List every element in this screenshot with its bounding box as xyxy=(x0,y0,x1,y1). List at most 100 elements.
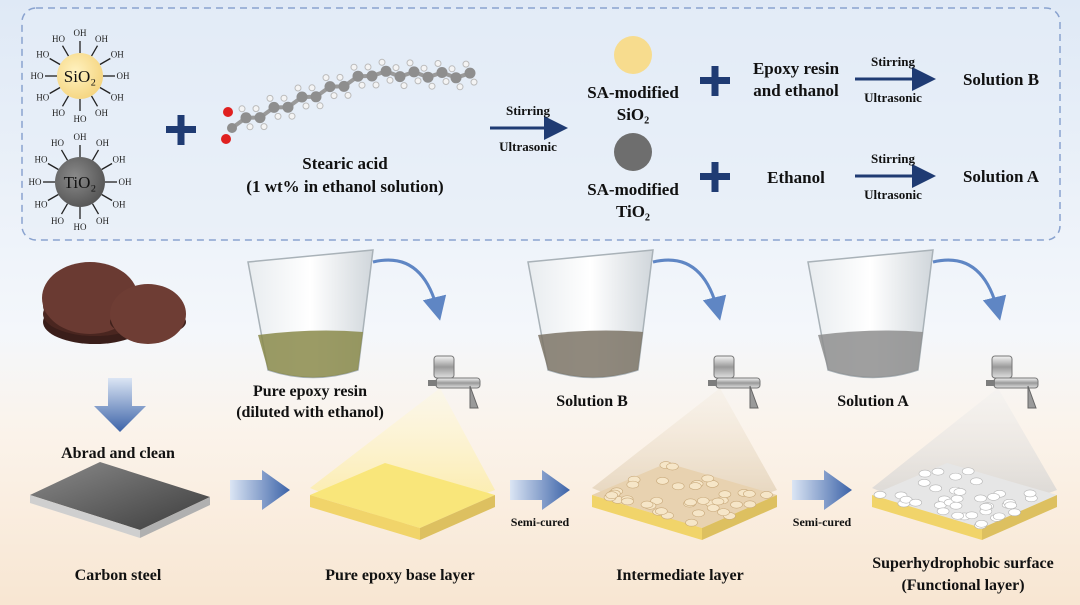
hydroxyl-label: HO xyxy=(35,200,48,210)
oxygen-atom xyxy=(223,107,233,117)
carbon-atom xyxy=(437,67,448,78)
beaker-icon xyxy=(248,250,373,378)
surface-bump xyxy=(719,491,731,498)
gun-body xyxy=(716,378,760,388)
beaker-liquid xyxy=(258,331,363,378)
hydrogen-atom xyxy=(463,61,469,67)
solution-a-step-label: Solution A xyxy=(837,393,909,410)
surface-bump xyxy=(950,502,962,509)
hydroxyl-label: OH xyxy=(111,50,124,60)
surface-bump xyxy=(622,498,634,505)
surface-bump xyxy=(666,463,678,470)
particle-label: SiO₂ xyxy=(64,67,96,86)
ultrasonic-label: Ultrasonic xyxy=(864,187,922,202)
semi-cured-label: Semi-cured xyxy=(793,515,852,529)
hydrogen-atom xyxy=(415,78,421,84)
epoxy-ethanol-label-2: and ethanol xyxy=(753,81,839,100)
hydroxyl-label: HO xyxy=(29,177,42,187)
abrade-label: Abrad and clean xyxy=(61,445,175,462)
surface-bump xyxy=(970,478,982,485)
hydrogen-atom xyxy=(471,79,477,85)
hydroxyl-label: OH xyxy=(96,216,109,226)
hydrogen-atom xyxy=(267,95,273,101)
carbon-atom xyxy=(283,102,294,113)
ethanol-label: Ethanol xyxy=(767,168,825,187)
hydroxyl-label: OH xyxy=(95,34,108,44)
particle-label: TiO₂ xyxy=(64,173,97,192)
surface-bump xyxy=(717,509,729,516)
surface-bump xyxy=(910,499,922,506)
ultrasonic-label: Ultrasonic xyxy=(499,139,557,154)
hydrogen-atom xyxy=(261,124,267,130)
gun-cup xyxy=(992,356,1012,378)
solution-a-label: Solution A xyxy=(963,167,1040,186)
hydrogen-atom xyxy=(317,103,323,109)
surface-bump xyxy=(641,501,653,508)
hydrogen-atom xyxy=(443,79,449,85)
hydrogen-atom xyxy=(345,92,351,98)
carbon-atom xyxy=(395,71,406,82)
surface-bump xyxy=(932,468,944,475)
sa-tio2-label-2: TiO₂ xyxy=(616,202,650,221)
gun-body xyxy=(994,378,1038,388)
hydroxyl-label: OH xyxy=(74,28,87,38)
carbon-atom xyxy=(227,123,237,133)
surface-bump xyxy=(954,488,966,495)
surface-bump xyxy=(993,513,1005,520)
carbon-atom xyxy=(409,66,420,77)
surface-bump xyxy=(962,468,974,475)
surface-bump xyxy=(930,485,942,492)
hydroxyl-label: OH xyxy=(96,138,109,148)
hydrogen-atom xyxy=(373,82,379,88)
hydrogen-atom xyxy=(449,66,455,72)
hydrogen-atom xyxy=(401,83,407,89)
surface-bump xyxy=(744,501,756,508)
surface-bump xyxy=(689,483,701,490)
hydrogen-atom xyxy=(435,61,441,67)
beaker-liquid xyxy=(538,331,643,378)
hydrogen-atom xyxy=(359,82,365,88)
surface-bump xyxy=(919,470,931,477)
surface-bump xyxy=(1024,490,1036,497)
stirring-label: Stirring xyxy=(871,151,916,166)
sa-sio2-label-2: SiO₂ xyxy=(617,105,650,124)
surface-bump xyxy=(606,492,618,499)
sa-modified-tio2-icon xyxy=(614,133,652,171)
superhydrophobic-label-1: Superhydrophobic surface xyxy=(872,555,1054,572)
oxygen-atom xyxy=(221,134,231,144)
hydrogen-atom xyxy=(379,59,385,65)
carbon-atom xyxy=(325,81,336,92)
carbon-atom xyxy=(297,92,308,103)
hydrogen-atom xyxy=(253,106,259,112)
hydroxyl-label: HO xyxy=(36,50,49,60)
carbon-atom xyxy=(255,112,266,123)
surface-bump xyxy=(693,510,705,517)
carbon-atom xyxy=(367,71,378,82)
hydrogen-atom xyxy=(303,103,309,109)
surface-bump xyxy=(952,512,964,519)
semi-cured-label: Semi-cured xyxy=(511,515,570,529)
hydrogen-atom xyxy=(247,124,253,130)
carbon-atom xyxy=(269,102,280,113)
hydrogen-atom xyxy=(239,106,245,112)
hydrogen-atom xyxy=(323,75,329,81)
carbon-steel-label: Carbon steel xyxy=(75,567,162,584)
gun-nozzle xyxy=(428,380,437,386)
beaker-liquid xyxy=(818,331,923,378)
hydroxyl-label: OH xyxy=(119,177,132,187)
hydroxyl-label: HO xyxy=(74,222,87,232)
surface-bump xyxy=(950,473,962,480)
hydroxyl-label: HO xyxy=(51,216,64,226)
beaker-icon xyxy=(808,250,933,378)
hydroxyl-label: HO xyxy=(31,71,44,81)
surface-bump xyxy=(874,491,886,498)
surface-bump xyxy=(966,512,978,519)
superhydrophobic-label-2: (Functional layer) xyxy=(901,577,1024,594)
intermediate-layer-label: Intermediate layer xyxy=(616,567,744,584)
surface-bump xyxy=(655,508,667,515)
carbon-atom xyxy=(423,72,434,83)
stirring-label: Stirring xyxy=(871,54,916,69)
surface-bump xyxy=(712,498,724,505)
